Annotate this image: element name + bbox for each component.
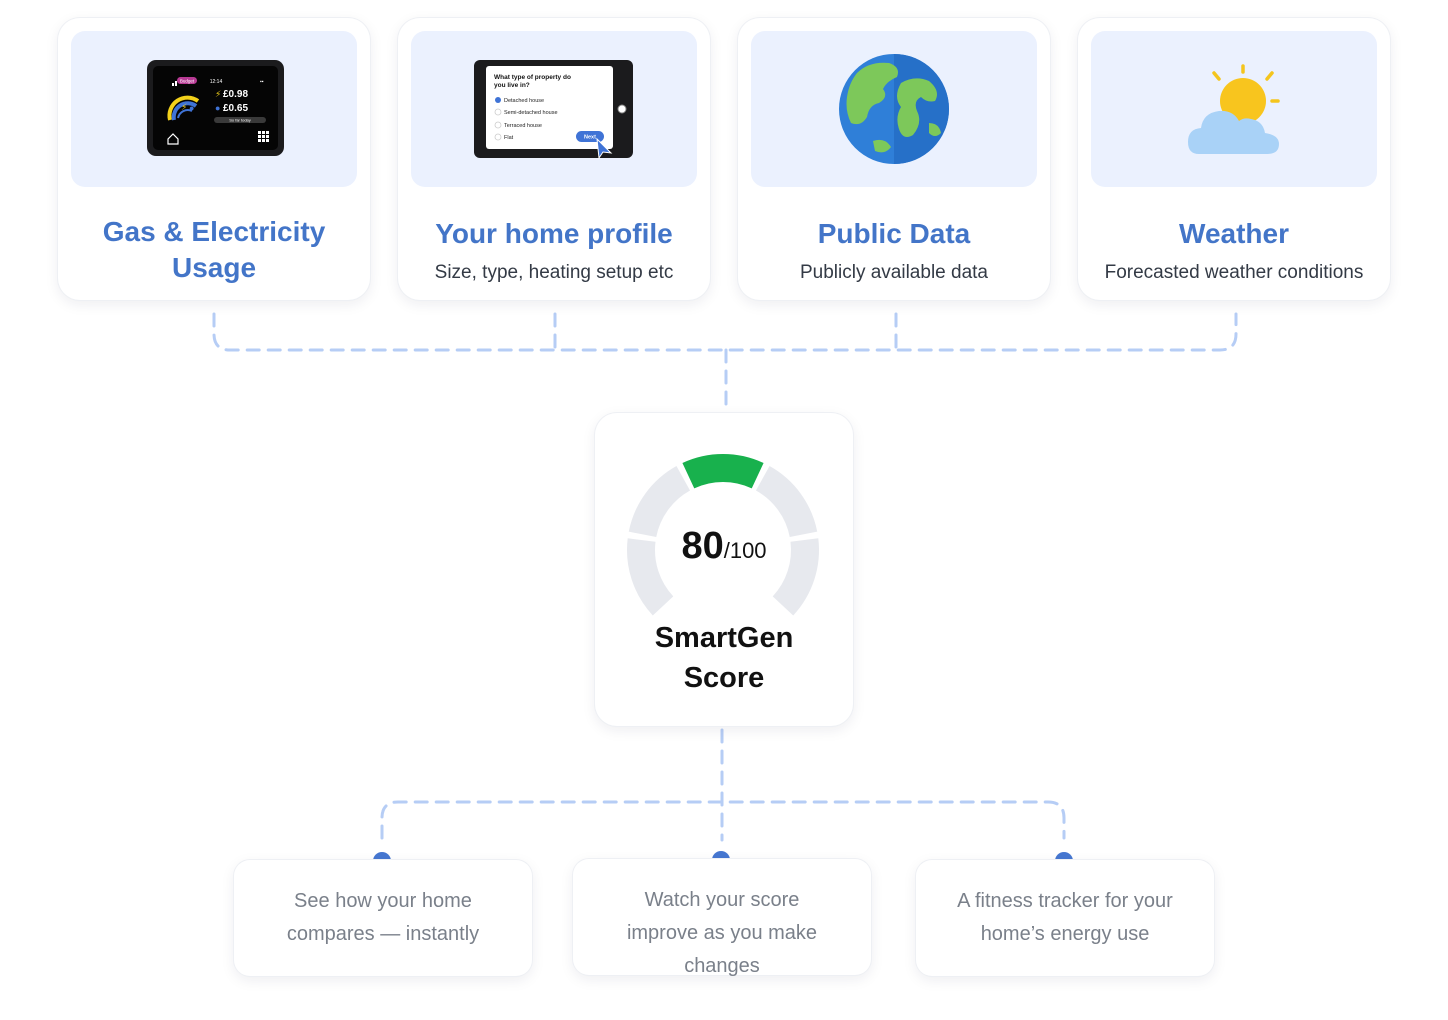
source-title: Your home profile	[435, 218, 673, 249]
source-image-panel: What type of property do you live in? De…	[411, 31, 697, 187]
score-number: 80	[681, 525, 724, 567]
tablet-next-button: Next	[584, 135, 596, 141]
svg-text:▪▪: ▪▪	[260, 79, 264, 85]
score-max: /100	[723, 538, 767, 563]
globe-icon	[839, 54, 949, 164]
source-title: Weather	[1179, 218, 1289, 249]
source-card-weather: Weather Forecasted weather conditions	[1078, 18, 1390, 300]
outcome-text: Watch your score improve as you make cha…	[626, 889, 818, 977]
source-image-panel	[1091, 31, 1377, 187]
tablet-questionnaire-icon: What type of property do you live in? De…	[474, 60, 633, 160]
source-title: Gas & Electricity Usage	[102, 216, 326, 283]
outcome-card: A fitness tracker for your home’s energy…	[916, 860, 1214, 976]
tablet-question: What type of property do you live in?	[494, 74, 573, 89]
source-subtitle: Forecasted weather conditions	[1104, 262, 1364, 283]
meter-period: So far today	[229, 118, 251, 123]
source-subtitle: Size, type, heating setup etc	[434, 262, 674, 283]
tablet-option: Flat	[504, 135, 514, 141]
smart-meter-display-icon: Budget 12:14 ▪▪ ⚡ ● ⚡ £0.98 ● £0.65 So f…	[147, 60, 284, 156]
source-card-public-data: Public Data Publicly available data	[738, 18, 1050, 300]
svg-text:●: ●	[215, 103, 220, 113]
svg-text:⚡: ⚡	[215, 89, 221, 99]
electricity-cost: £0.98	[223, 89, 248, 100]
outcome-text: See how your home compares — instantly	[286, 890, 480, 945]
tablet-option: Semi-detached house	[504, 110, 558, 116]
meter-time: 12:14	[210, 79, 223, 85]
budget-badge: Budget	[180, 79, 195, 84]
source-image-panel	[751, 31, 1037, 187]
score-label: SmartGen Score	[654, 622, 794, 694]
outcome-text: A fitness tracker for your home’s energy…	[957, 890, 1173, 945]
tablet-option: Terraced house	[504, 123, 542, 129]
gas-cost: £0.65	[223, 103, 248, 114]
sun-cloud-icon	[1188, 64, 1280, 154]
source-title: Public Data	[817, 218, 971, 249]
source-image-panel: Budget 12:14 ▪▪ ⚡ ● ⚡ £0.98 ● £0.65 So f…	[71, 31, 357, 187]
svg-text:●: ●	[189, 103, 194, 113]
score-value: 80/100	[0, 525, 1448, 568]
outcome-card: Watch your score improve as you make cha…	[573, 859, 871, 977]
tablet-option: Detached house	[504, 98, 544, 104]
source-card-gas-electricity: Budget 12:14 ▪▪ ⚡ ● ⚡ £0.98 ● £0.65 So f…	[58, 18, 370, 300]
source-subtitle: Publicly available data	[799, 262, 988, 283]
source-card-home-profile: What type of property do you live in? De…	[398, 18, 710, 300]
svg-text:⚡: ⚡	[181, 102, 187, 112]
outcome-card: See how your home compares — instantly	[234, 860, 532, 976]
